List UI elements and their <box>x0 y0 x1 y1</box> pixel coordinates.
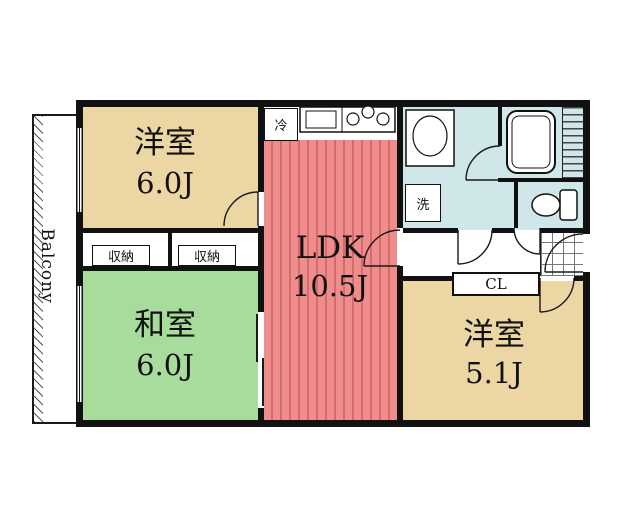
wall-storage-divider <box>168 233 172 266</box>
wall-bath-toilet-divider <box>498 178 583 182</box>
balcony-railing-hatch-icon <box>34 116 43 422</box>
window-west1-icon <box>76 128 83 212</box>
wall-outer-bottom <box>76 420 590 427</box>
wall-bathroom-left <box>498 107 502 146</box>
closet-box: CL <box>452 272 540 296</box>
wall-outer-left-c <box>76 402 83 427</box>
wall-bath-bottom-a <box>403 228 458 233</box>
wall-outer-right-a <box>583 100 590 234</box>
storage2-box: 収納 <box>178 245 236 266</box>
room-ldk-name: LDK <box>295 230 365 266</box>
wall-storage-top <box>82 228 264 233</box>
washing-machine-box: 洗 <box>405 184 441 222</box>
balcony-label: Balcony <box>37 228 57 304</box>
pipe-space-hatch-icon <box>562 107 583 178</box>
wall-v2-a <box>397 107 403 228</box>
refrigerator-box: 冷 <box>264 108 298 141</box>
wall-outer-left-b <box>76 212 83 286</box>
storage1-box: 収納 <box>92 245 150 266</box>
wall-bath-bottom-b <box>492 228 514 233</box>
wall-outer-right-b <box>583 272 590 427</box>
room-west1-size: 6.0J <box>136 166 194 200</box>
wall-hall-bottom-b <box>574 276 583 281</box>
window-japanese-icon <box>76 286 83 402</box>
wall-storage-bottom <box>82 266 264 271</box>
room-west2-size: 5.1J <box>465 356 523 390</box>
wall-v2-b <box>397 266 403 420</box>
wall-v1-a <box>258 107 264 192</box>
wall-v1-c <box>258 408 264 420</box>
room-japanese-size: 6.0J <box>136 348 194 382</box>
wall-toilet-left <box>514 182 518 228</box>
entrance-tile-grid-icon <box>540 233 583 276</box>
wall-bath-bottom-c <box>540 228 583 233</box>
ldk-floor-stripes <box>264 140 397 420</box>
room-japanese <box>82 266 258 420</box>
wall-outer-left-a <box>76 100 83 128</box>
room-ldk-size: 10.5J <box>291 269 369 303</box>
room-west1-name: 洋室 <box>134 125 196 161</box>
wall-outer-top <box>76 100 590 107</box>
room-west2-name: 洋室 <box>463 317 525 353</box>
room-japanese-name: 和室 <box>134 307 196 343</box>
